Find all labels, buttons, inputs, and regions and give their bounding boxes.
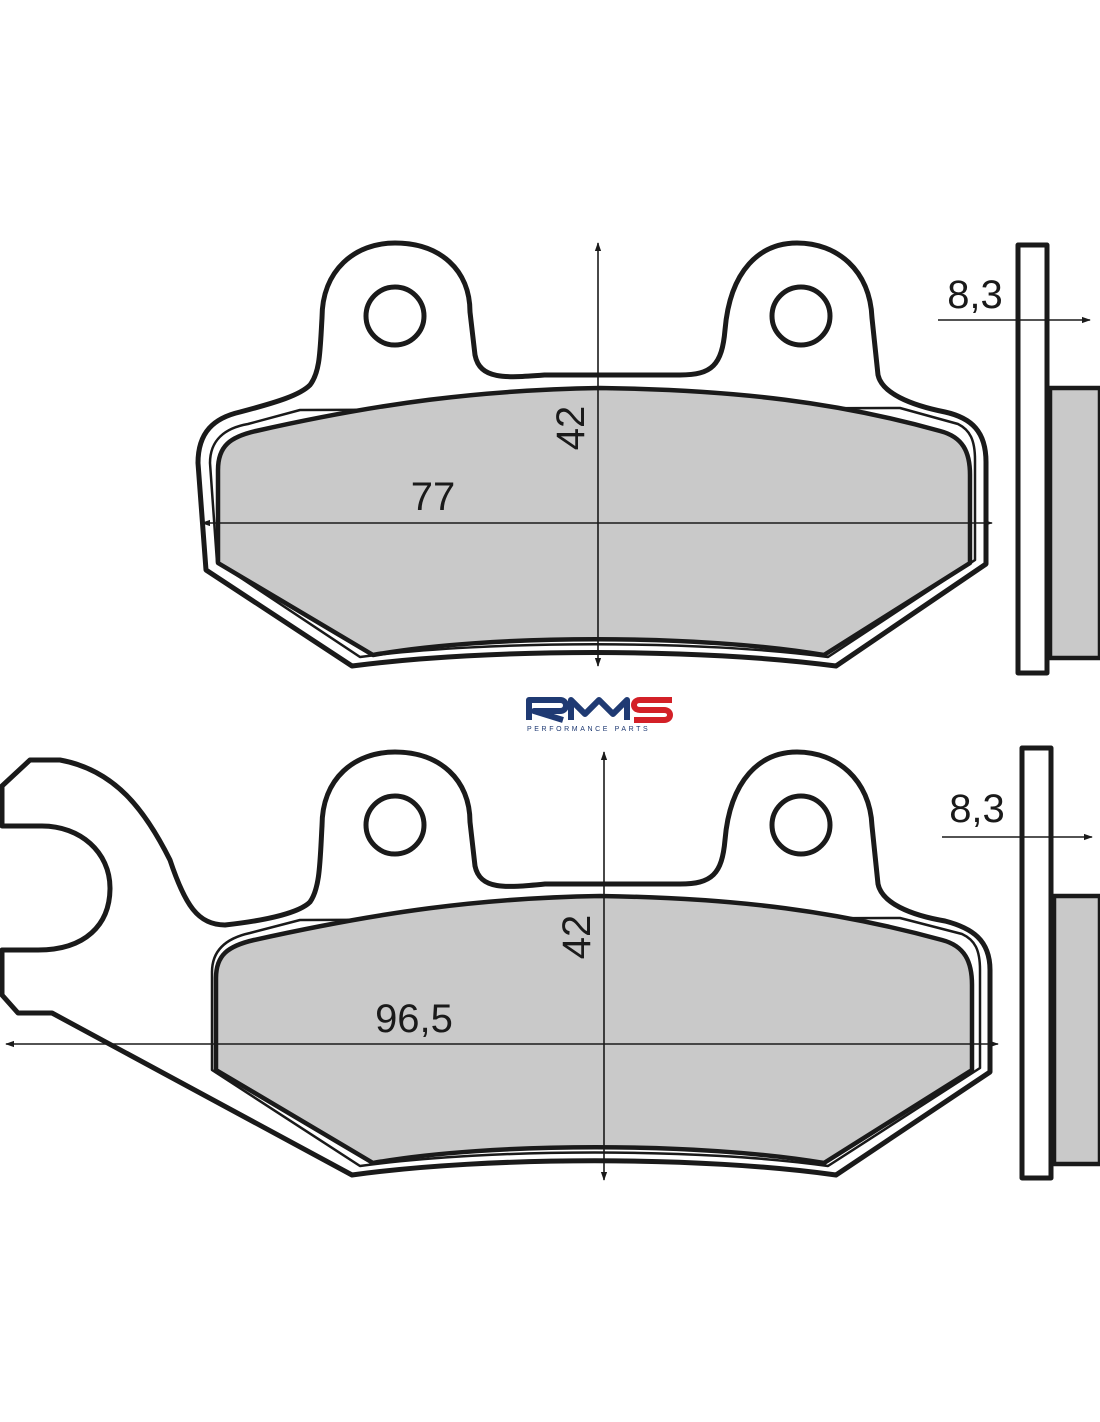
pad-1-mount-hole-right bbox=[769, 284, 833, 348]
pad-1-friction-material bbox=[215, 385, 973, 658]
rms-logo-r bbox=[526, 697, 569, 723]
pad-1-mount-hole-left bbox=[363, 284, 427, 348]
pad-2-side-backing bbox=[1019, 745, 1054, 1181]
pad-1-front-view: 77 42 bbox=[195, 240, 993, 669]
pad-2-thickness-label: 8,3 bbox=[949, 787, 1005, 831]
pad-2-front-view: 96,5 42 bbox=[0, 749, 999, 1181]
rms-logo-m bbox=[568, 697, 630, 720]
pad-1-backing-inner-edge bbox=[208, 406, 977, 659]
pad-1-thickness-label: 8,3 bbox=[947, 273, 1003, 317]
pad-2-side-view: 8,3 bbox=[942, 745, 1100, 1181]
pad-2-backing-inner-edge bbox=[210, 916, 982, 1168]
pad-2-mount-hole-left bbox=[363, 793, 427, 857]
pad-1-height-label: 42 bbox=[549, 406, 593, 451]
rms-logo-tagline: PERFORMANCE PARTS bbox=[527, 726, 650, 733]
rms-logo: PERFORMANCE PARTS bbox=[526, 697, 673, 733]
pad-1-side-view: 8,3 bbox=[938, 242, 1100, 676]
rms-logo-s bbox=[631, 697, 673, 723]
pad-2-width-label: 96,5 bbox=[375, 997, 453, 1041]
pad-2-side-friction bbox=[1051, 893, 1100, 1167]
pad-2-height-label: 42 bbox=[555, 915, 599, 960]
pad-2-mount-hole-right bbox=[769, 793, 833, 857]
pad-2-friction-material bbox=[213, 893, 975, 1166]
pad-1-side-friction bbox=[1047, 385, 1100, 661]
pad-1-width-label: 77 bbox=[411, 475, 456, 519]
pad-1-side-backing bbox=[1015, 242, 1050, 676]
